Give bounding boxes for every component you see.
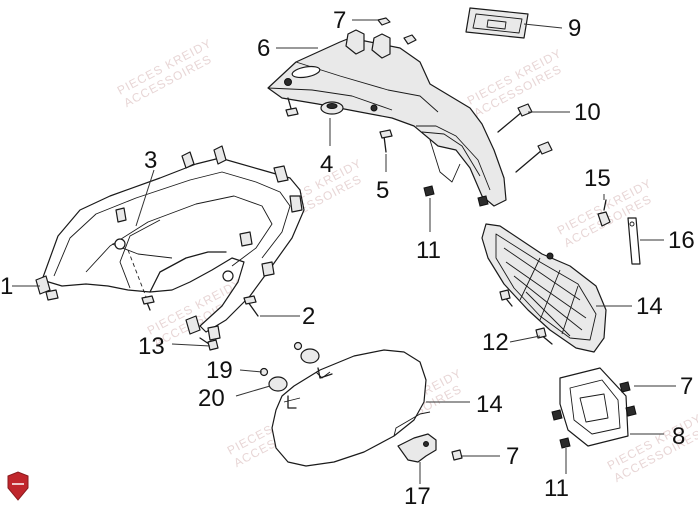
callout-6: 6 <box>257 35 270 62</box>
part-17-strip <box>627 217 641 265</box>
part-16-clip <box>597 199 611 227</box>
bolt-hardware <box>285 17 553 207</box>
callout-20: 20 <box>198 385 225 412</box>
callout-13: 13 <box>138 333 165 360</box>
part-12-screw <box>499 289 553 345</box>
part-9-reflector <box>465 7 529 39</box>
callout-16: 15 <box>584 165 611 192</box>
leader-lines <box>12 19 676 484</box>
callout-14: 14 <box>476 391 503 418</box>
callout-5: 5 <box>376 177 389 204</box>
callout-19: 19 <box>206 357 233 384</box>
callout-1: 1 <box>0 273 13 300</box>
callout-7: 7 <box>506 443 519 470</box>
callout-4: 4 <box>320 151 333 178</box>
callout-15: 14 <box>636 293 663 320</box>
callout-11: 11 <box>544 475 569 502</box>
callout-10: 10 <box>574 99 601 126</box>
part-14-mudguard <box>259 341 431 467</box>
part-18-bracket <box>397 433 463 463</box>
callout-7: 7 <box>680 373 693 400</box>
part-6-rear-bracket <box>267 29 507 207</box>
brand-shield-logo <box>7 471 29 501</box>
part-4-grommet <box>320 101 344 115</box>
callout-labels: 6 7 9 3 4 5 10 11 15 16 1 2 13 14 12 19 … <box>0 7 695 509</box>
part-15-mud-flap <box>481 223 607 353</box>
fender-screws <box>45 289 259 351</box>
callout-9: 9 <box>568 15 581 42</box>
callout-8: 8 <box>672 423 685 450</box>
callout-3: 3 <box>144 147 157 174</box>
callout-7: 7 <box>333 7 346 34</box>
part-8-plate <box>551 367 637 449</box>
callout-12: 12 <box>482 329 509 356</box>
callout-11: 11 <box>416 237 441 264</box>
part-3-inner-fender <box>35 145 305 341</box>
callout-17: 16 <box>668 227 695 254</box>
callout-18: 17 <box>404 483 431 509</box>
callout-2: 2 <box>302 303 315 330</box>
